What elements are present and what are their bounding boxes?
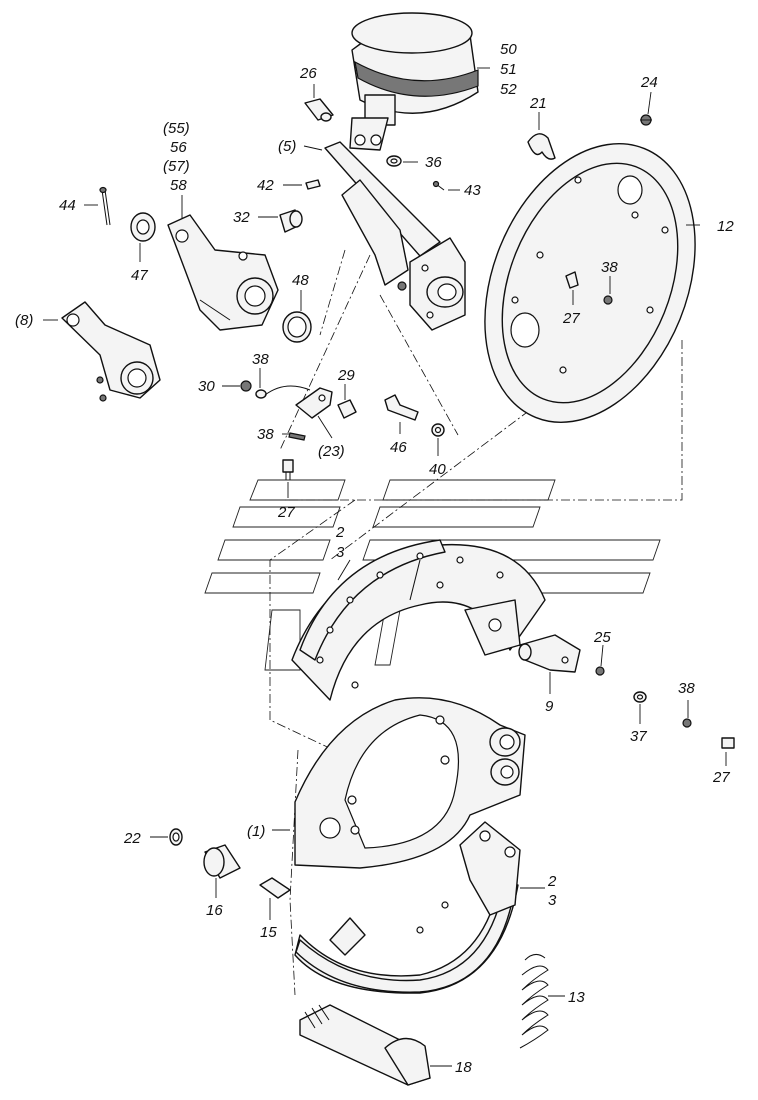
- label-15: 15: [260, 924, 277, 941]
- label-25: 25: [593, 629, 611, 646]
- washer-47: [130, 212, 156, 242]
- clip-23: [264, 385, 333, 419]
- label-58: 58: [170, 177, 187, 194]
- leader-lines: [43, 67, 727, 1067]
- label-27-shield: 27: [562, 310, 580, 327]
- label-22: 22: [123, 830, 141, 847]
- brake-shoe-upper: [291, 539, 546, 701]
- spring-38-lower: [288, 432, 306, 441]
- dust-shield-12: [484, 143, 696, 423]
- washer-37: [633, 691, 647, 703]
- pin-26: [304, 98, 334, 122]
- callout-labels: 50 51 52 26 21 24 (55) 56 (57) 58 (5) 36…: [15, 41, 734, 1076]
- label-38-upper: 38: [252, 351, 269, 368]
- label-26: 26: [299, 65, 317, 82]
- bolt-43: [432, 180, 445, 191]
- label-38-shield: 38: [601, 259, 618, 276]
- cotter-pin-44: [99, 186, 111, 226]
- label-38-lower: 38: [257, 426, 274, 443]
- camshaft-18: [299, 1004, 431, 1086]
- label-48: 48: [292, 272, 309, 289]
- clip-21: [527, 133, 556, 160]
- label-32: 32: [233, 209, 250, 226]
- pin-42: [305, 179, 321, 190]
- bolt-46: [384, 394, 419, 421]
- slack-adjuster-8: [61, 301, 161, 402]
- label-3-lower: 3: [548, 892, 557, 909]
- label-36: 36: [425, 154, 442, 171]
- label-42: 42: [257, 177, 274, 194]
- nut-24: [640, 114, 652, 126]
- label-43: 43: [464, 182, 481, 199]
- label-18: 18: [455, 1059, 472, 1076]
- label-52: 52: [500, 81, 517, 98]
- label-37: 37: [630, 728, 647, 745]
- label-51: 51: [500, 61, 517, 78]
- label-9: 9: [545, 698, 554, 715]
- pin-15: [259, 877, 291, 899]
- nut-25: [595, 666, 605, 676]
- label-12: 12: [717, 218, 734, 235]
- label-44: 44: [59, 197, 76, 214]
- label-8: (8): [15, 312, 33, 329]
- label-21: 21: [529, 95, 547, 112]
- label-24: 24: [640, 74, 658, 91]
- label-2-lower: 2: [547, 873, 557, 890]
- brake-shoe-lower: [294, 821, 521, 994]
- label-38-right: 38: [678, 680, 695, 697]
- bracket-5: [324, 141, 466, 331]
- washer-38-right: [682, 718, 692, 728]
- label-5: (5): [278, 138, 296, 155]
- label-56: 56: [170, 139, 187, 156]
- label-27-middle: 27: [277, 504, 295, 521]
- spring-13: [519, 954, 549, 1049]
- alignment-lines: [269, 249, 683, 996]
- roller-9: [518, 634, 581, 673]
- label-46: 46: [390, 439, 407, 456]
- label-1: (1): [247, 823, 265, 840]
- label-40: 40: [429, 461, 446, 478]
- label-23: (23): [318, 443, 345, 460]
- nut-30: [240, 380, 252, 392]
- brake-chamber: [349, 12, 479, 151]
- label-2-upper: 2: [335, 524, 345, 541]
- washer-38-upper: [255, 389, 267, 399]
- label-55: (55): [163, 120, 190, 137]
- label-50: 50: [500, 41, 517, 58]
- bushing-16: [203, 844, 241, 879]
- label-57: (57): [163, 158, 190, 175]
- label-27-right: 27: [712, 769, 730, 786]
- bushing-32: [279, 209, 303, 233]
- label-13: 13: [568, 989, 585, 1006]
- bolt-29: [337, 399, 357, 419]
- washer-40: [431, 423, 445, 437]
- slack-adjuster-58: [167, 214, 279, 331]
- washer-48: [282, 311, 312, 343]
- label-16: 16: [206, 902, 223, 919]
- label-30: 30: [198, 378, 215, 395]
- bolt-27-right: [721, 737, 735, 749]
- bolt-27-middle: [282, 459, 294, 480]
- spider-1: [294, 697, 526, 869]
- label-3-upper: 3: [336, 544, 345, 561]
- ring-22: [169, 828, 183, 846]
- label-47: 47: [131, 267, 148, 284]
- label-29: 29: [337, 367, 355, 384]
- washer-36: [386, 155, 402, 167]
